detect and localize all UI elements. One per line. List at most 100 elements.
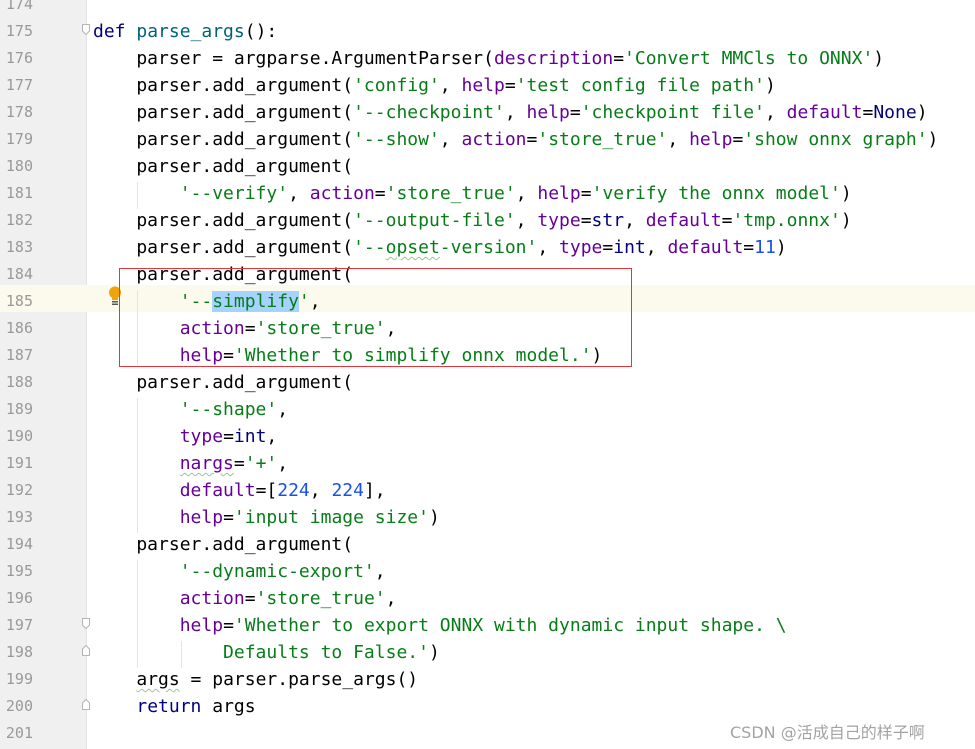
line-number: 188 <box>5 373 33 391</box>
code-token: None <box>873 102 917 123</box>
line-number: 190 <box>5 427 33 445</box>
code-token: type <box>179 426 224 447</box>
code-line[interactable]: nargs='+', <box>93 450 288 477</box>
code-token: type <box>537 210 581 231</box>
code-token: 'input image size' <box>233 507 429 528</box>
code-line[interactable]: parser.add_argument( <box>93 531 353 558</box>
code-token: 'config' <box>353 75 440 96</box>
code-line[interactable]: parser.add_argument( <box>93 369 353 396</box>
code-line[interactable]: parser = argparse.ArgumentParser(descrip… <box>93 45 884 72</box>
code-token: action <box>461 129 527 150</box>
code-token: simplify <box>212 291 299 312</box>
line-number: 184 <box>5 265 33 283</box>
code-line[interactable]: '--dynamic-export', <box>93 558 386 585</box>
fold-end-icon[interactable] <box>82 699 90 710</box>
code-line[interactable]: '--verify', action='store_true', help='v… <box>93 180 852 207</box>
code-token: , <box>439 129 462 150</box>
code-line[interactable]: parser.add_argument( <box>93 261 353 288</box>
code-line[interactable]: action='store_true', <box>93 585 397 612</box>
code-token: = <box>580 183 592 204</box>
code-token: '--dynamic-export' <box>179 561 375 582</box>
code-token: , <box>277 399 289 420</box>
code-token: parser.add_argument( <box>93 75 354 96</box>
code-line[interactable]: parser.add_argument('config', help='test… <box>93 72 775 99</box>
code-token: ) <box>927 129 939 150</box>
line-number: 198 <box>5 643 33 661</box>
line-number: 186 <box>5 319 33 337</box>
code-token: action <box>179 318 245 339</box>
code-token: help <box>179 345 224 366</box>
code-line[interactable]: help='Whether to simplify onnx model.') <box>93 342 603 369</box>
code-token: = <box>374 183 386 204</box>
line-number: 187 <box>5 346 33 364</box>
indent-guide <box>137 290 138 365</box>
code-token: ) <box>873 48 885 69</box>
code-token: = <box>244 588 256 609</box>
code-token: action <box>179 588 245 609</box>
code-token: '-- <box>353 237 386 258</box>
code-token: int <box>613 237 646 258</box>
code-line[interactable]: return args <box>93 693 256 720</box>
code-token: , <box>515 183 538 204</box>
code-token: help <box>526 102 570 123</box>
code-token: 224 <box>277 480 310 501</box>
code-token: '--checkpoint' <box>353 102 505 123</box>
indent-guide <box>137 560 138 668</box>
code-line[interactable]: parser.add_argument('--show', action='st… <box>93 126 938 153</box>
code-token: parse_args <box>136 21 245 42</box>
code-token: parser.add_argument( <box>93 102 354 123</box>
code-line[interactable]: parser.add_argument('--output-file', typ… <box>93 207 851 234</box>
line-number: 200 <box>5 697 33 715</box>
code-token: help <box>179 507 224 528</box>
code-token: = <box>223 426 234 447</box>
code-token: , <box>645 237 668 258</box>
fold-start-icon[interactable] <box>82 618 90 629</box>
code-line[interactable]: parser.add_argument( <box>93 153 353 180</box>
line-number: 199 <box>5 670 33 688</box>
code-line[interactable]: parser.add_argument('--opset-version', t… <box>93 234 786 261</box>
fold-start-icon[interactable] <box>82 24 90 35</box>
code-line[interactable]: type=int, <box>93 423 278 450</box>
line-number: 194 <box>5 535 33 553</box>
line-number: 176 <box>5 49 33 67</box>
code-line[interactable]: def parse_args(): <box>93 18 277 45</box>
line-number-gutter[interactable] <box>0 0 86 749</box>
code-line[interactable]: '--shape', <box>93 396 288 423</box>
code-token: action <box>309 183 375 204</box>
code-token: = <box>580 210 592 231</box>
code-token: '+' <box>244 453 278 474</box>
code-token: ' <box>298 291 310 312</box>
code-token: -version' <box>439 237 538 258</box>
fold-end-icon[interactable] <box>82 645 90 656</box>
code-token: 'tmp.onnx' <box>732 210 841 231</box>
line-number: 189 <box>5 400 33 418</box>
code-token: ) <box>428 507 440 528</box>
code-token: default <box>667 237 744 258</box>
lightbulb-icon[interactable] <box>108 286 122 306</box>
watermark: CSDN @活成自己的样子啊 <box>730 723 925 742</box>
code-token: str <box>591 210 625 231</box>
line-number: 195 <box>5 562 33 580</box>
code-line[interactable]: Defaults to False.') <box>93 639 440 666</box>
code-token: ) <box>591 345 603 366</box>
code-line[interactable]: action='store_true', <box>93 315 397 342</box>
code-token: 'store_true' <box>255 318 386 339</box>
code-token: 'test config file path' <box>515 75 765 96</box>
line-number: 178 <box>5 103 33 121</box>
code-token: nargs <box>179 453 234 474</box>
code-token: return <box>136 696 202 717</box>
line-number: 183 <box>5 238 33 256</box>
line-number: 175 <box>5 22 33 40</box>
code-line[interactable]: '--simplify', <box>93 288 321 315</box>
code-token: args <box>201 696 256 717</box>
gutter-divider <box>86 0 87 749</box>
line-number: 192 <box>5 481 33 499</box>
code-line[interactable]: parser.add_argument('--checkpoint', help… <box>93 99 928 126</box>
code-line[interactable]: args = parser.parse_args() <box>93 666 418 693</box>
code-line[interactable]: help='Whether to export ONNX with dynami… <box>93 612 787 639</box>
code-token: default <box>179 480 256 501</box>
code-token: '--verify' <box>179 183 289 204</box>
code-line[interactable]: help='input image size') <box>93 504 440 531</box>
code-line[interactable]: default=[224, 224], <box>93 477 386 504</box>
code-token: ) <box>916 102 928 123</box>
